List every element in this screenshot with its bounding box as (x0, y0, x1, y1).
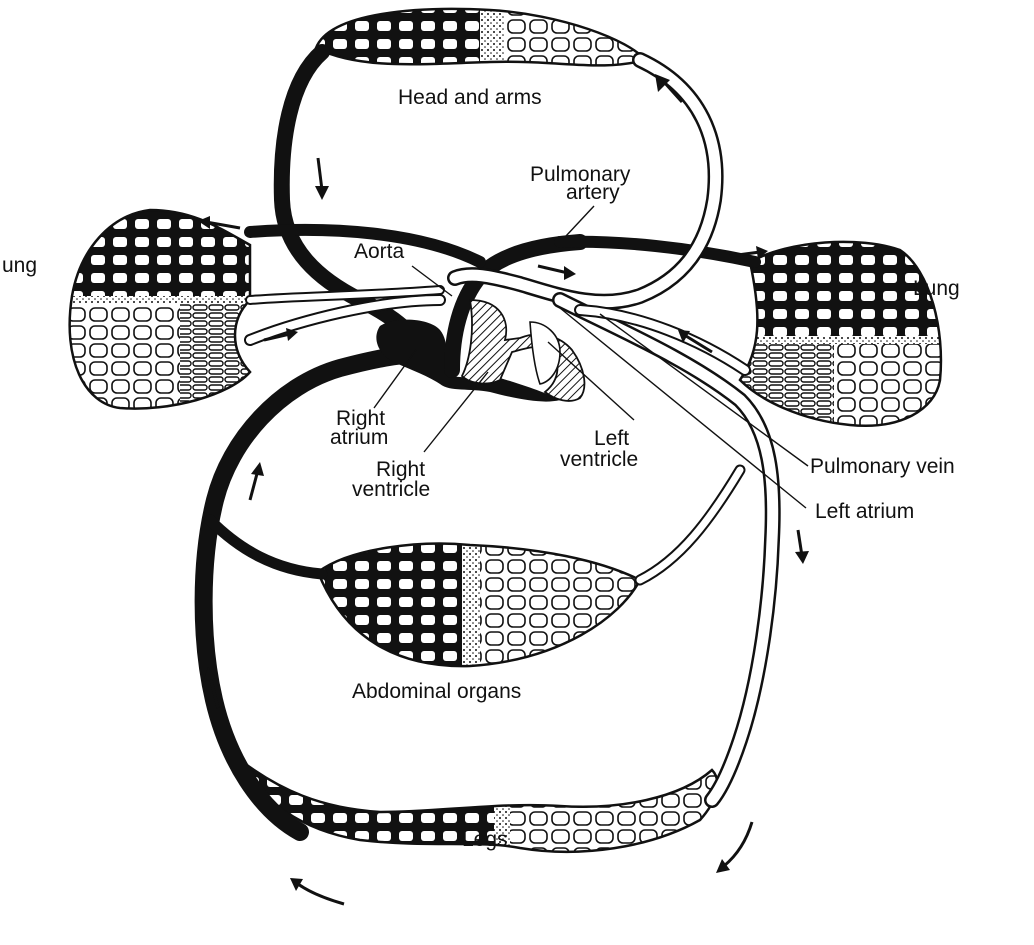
left-lung-capillary-bed (60, 200, 260, 414)
abdominal-vein (210, 520, 322, 574)
label-left-ventricle-line2: ventricle (560, 448, 638, 471)
label-left-ventricle-line1: Left (594, 427, 629, 450)
head-arms-capillary-bed (300, 0, 655, 80)
label-pulmonary-vein: Pulmonary vein (810, 455, 955, 478)
abdominal-capillary-bed (310, 535, 650, 675)
label-right-ventricle-line2: ventricle (352, 478, 430, 501)
right-lung-capillary-bed (730, 230, 950, 434)
left-ventricle-cavity (530, 322, 560, 384)
label-lung-right: Lung (913, 277, 960, 300)
label-legs: Legs (462, 828, 508, 851)
label-pulmonary-artery-line2: artery (566, 181, 620, 204)
label-lung-left: ung (2, 254, 37, 277)
pulmonary-artery-right-branch (560, 242, 755, 262)
label-right-atrium-line2: atrium (330, 426, 388, 449)
label-head-and-arms: Head and arms (398, 86, 542, 109)
label-left-atrium: Left atrium (815, 500, 914, 523)
label-abdominal-organs: Abdominal organs (352, 680, 521, 703)
label-aorta: Aorta (354, 240, 405, 263)
